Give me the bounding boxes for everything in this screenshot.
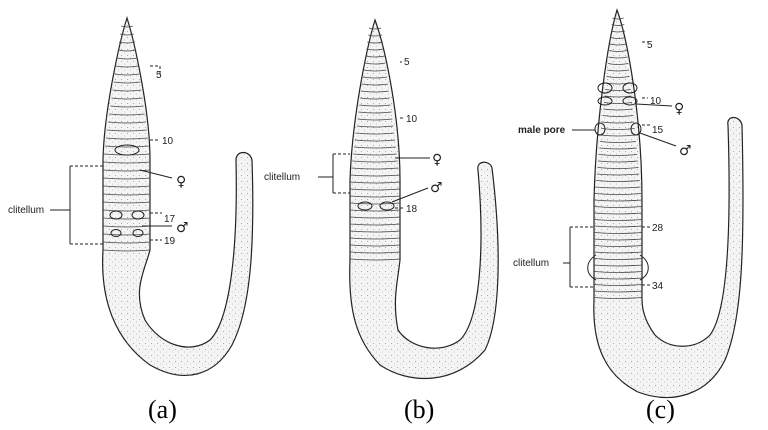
segment-5-label-a: 5	[156, 70, 162, 81]
male-symbol-c: ♂	[679, 143, 692, 159]
caption-a: (a)	[148, 395, 177, 424]
segment-17-label-a: 17	[164, 214, 176, 225]
female-symbol-a: ♀	[176, 174, 186, 190]
female-symbol-c: ♀	[674, 101, 684, 117]
caption-c: (c)	[646, 395, 675, 424]
segment-19-label-a: 19	[164, 236, 176, 247]
segment-5-label-b: 5	[404, 57, 410, 68]
segment-5-label-c: 5	[647, 40, 653, 51]
male-symbol-a: ♂	[176, 220, 189, 236]
figure-a: clitellum 5 10 ♀ 17 ♂ 19 (a)	[8, 18, 253, 424]
male-pore-label-c: male pore	[518, 125, 566, 136]
segment-28-label-c: 28	[652, 223, 664, 234]
male-symbol-b: ♂	[430, 180, 443, 196]
segment-15-label-c: 15	[652, 125, 664, 136]
figure-b: clitellum 5 10 ♀ ♂ 18 (b)	[264, 20, 498, 424]
segment-10-label-b: 10	[406, 114, 418, 125]
female-symbol-b: ♀	[432, 152, 442, 168]
figure-c: clitellum male pore 5 10 ♀ 15 ♂ 28 34 (c…	[513, 10, 743, 424]
clitellum-label-a: clitellum	[8, 205, 44, 216]
clitellum-label-c: clitellum	[513, 258, 549, 269]
segment-34-label-c: 34	[652, 281, 664, 292]
segment-18-label-b: 18	[406, 204, 418, 215]
clitellum-label-b: clitellum	[264, 172, 300, 183]
caption-b: (b)	[404, 395, 434, 424]
segment-10-label-a: 10	[162, 136, 174, 147]
